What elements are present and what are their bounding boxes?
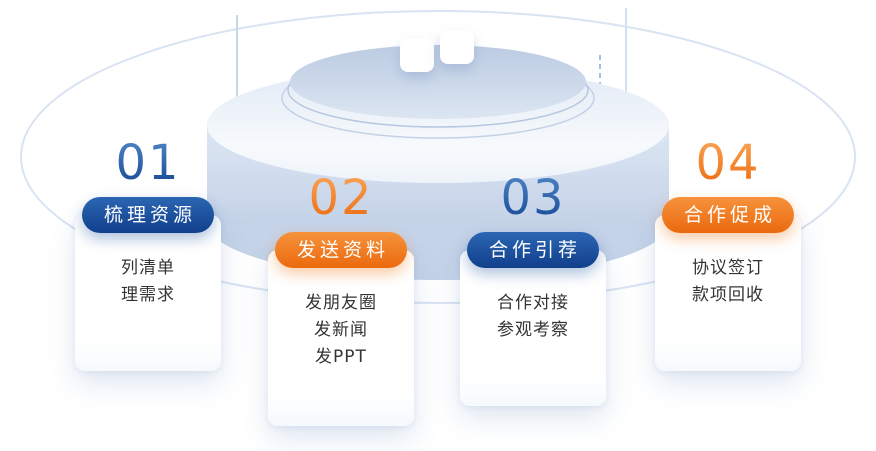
step-badge: 合作促成	[661, 197, 795, 233]
orbit-ring	[20, 10, 856, 304]
app-tile-icon	[440, 30, 474, 64]
step-03: 03 合作引荐 合作对接参观考察	[460, 174, 606, 406]
step-number: 03	[460, 174, 606, 222]
app-tile-icon	[400, 38, 434, 72]
step-card: 发朋友圈发新闻发PPT	[268, 250, 414, 426]
step-number: 01	[75, 139, 221, 187]
step-badge: 梳理资源	[81, 197, 215, 233]
card-item: 列清单	[121, 258, 175, 278]
step-number: 02	[268, 174, 414, 222]
card-item: 合作对接	[497, 293, 569, 313]
step-card: 协议签订款项回收	[655, 215, 801, 371]
card-item: 发新闻	[314, 320, 368, 340]
card-item: 发PPT	[315, 347, 367, 367]
step-card: 列清单理需求	[75, 215, 221, 371]
card-item: 发朋友圈	[305, 293, 377, 313]
step-01: 01 梳理资源 列清单理需求	[75, 139, 221, 371]
card-item: 理需求	[121, 285, 175, 305]
card-item: 协议签订	[692, 258, 764, 278]
step-04: 04 合作促成 协议签订款项回收	[655, 139, 801, 371]
podium-platform	[290, 45, 586, 119]
step-02: 02 发送资料 发朋友圈发新闻发PPT	[268, 174, 414, 426]
step-number: 04	[655, 139, 801, 187]
card-item: 参观考察	[497, 320, 569, 340]
step-badge: 合作引荐	[466, 232, 600, 268]
card-item: 款项回收	[692, 285, 764, 305]
step-badge: 发送资料	[274, 232, 408, 268]
step-card: 合作对接参观考察	[460, 250, 606, 406]
